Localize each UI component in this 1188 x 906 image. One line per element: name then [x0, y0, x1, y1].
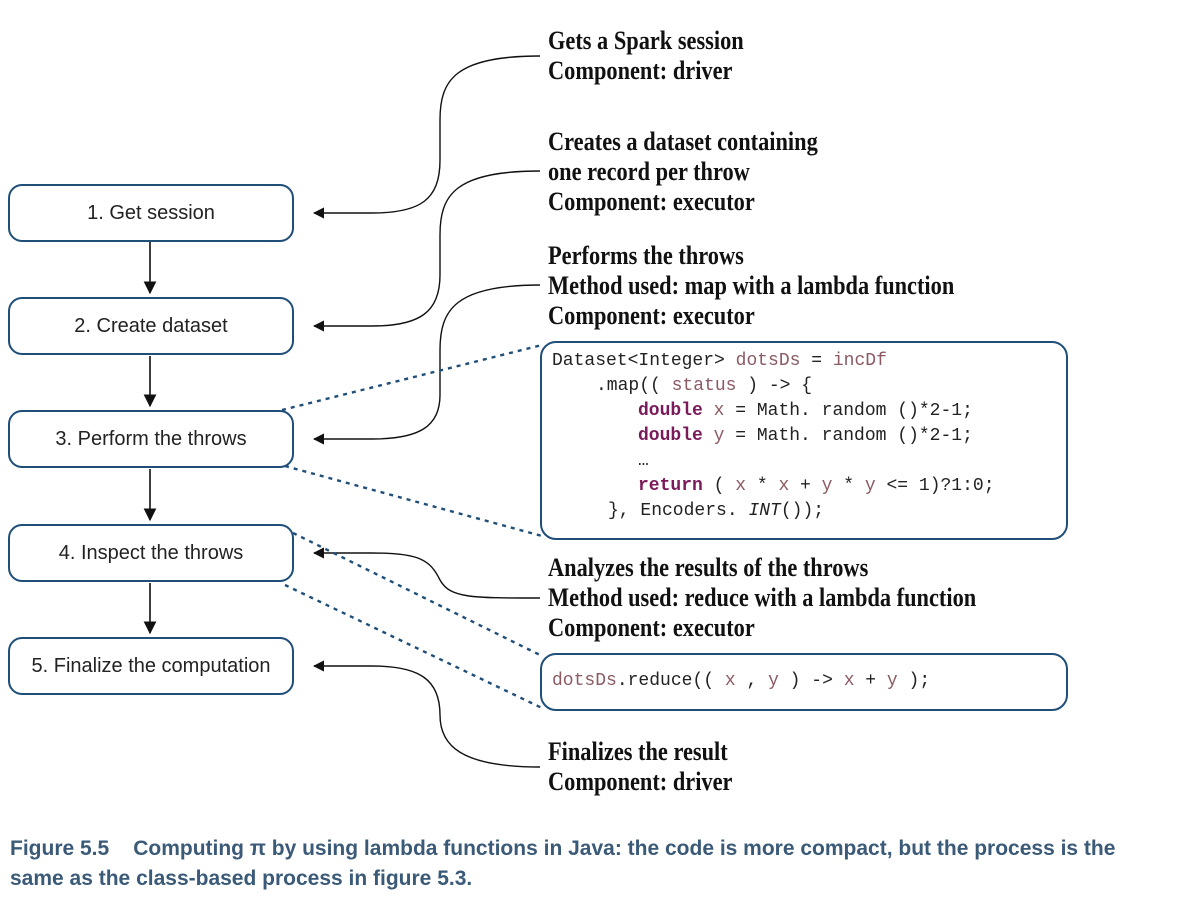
- step-label: 2. Create dataset: [74, 314, 228, 337]
- connector-throws: [312, 284, 541, 445]
- code-ellipsis: …: [638, 451, 649, 471]
- step-create-dataset: 2. Create dataset: [8, 297, 294, 355]
- code-variable: incDf: [832, 351, 887, 371]
- code-token: .map((: [596, 376, 672, 396]
- annotation-line: Component: driver: [548, 767, 733, 796]
- code-token: +: [789, 476, 822, 496]
- step-label: 5. Finalize the computation: [31, 654, 271, 677]
- code-token: ) -> {: [736, 376, 813, 396]
- annotation-line: Creates a dataset containing: [548, 127, 818, 156]
- code-variable: x: [724, 671, 736, 691]
- code-token: = Math. random ()*2-1;: [724, 401, 973, 421]
- annotation-line: Analyzes the results of the throws: [548, 553, 869, 582]
- step-finalize-computation: 5. Finalize the computation: [8, 637, 294, 695]
- connector-analyze: [312, 547, 541, 599]
- dotted-zoom-reduce-bottom: [284, 583, 543, 710]
- annotation-line: Component: driver: [548, 56, 733, 85]
- code-line: return ( x * x + y * y <= 1)?1:0;: [638, 476, 995, 496]
- code-keyword: return: [638, 476, 703, 496]
- code-token: }, Encoders.: [608, 501, 749, 521]
- code-keyword: double: [638, 426, 703, 446]
- annotation-finalize: Finalizes the result Component: driver: [548, 737, 732, 797]
- annotation-line: Method used: map with a lambda function: [548, 271, 955, 300]
- code-line: .map(( status ) -> {: [596, 376, 812, 396]
- code-variable: y: [864, 476, 876, 496]
- code-token: +: [854, 671, 887, 691]
- annotation-dataset: Creates a dataset containing one record …: [548, 127, 818, 217]
- code-keyword: double: [638, 401, 703, 421]
- step-perform-throws: 3. Perform the throws: [8, 410, 294, 468]
- code-line: double x = Math. random ()*2-1;: [638, 401, 973, 421]
- code-variable: x: [778, 476, 790, 496]
- code-line: Dataset<Integer> dotsDs = incDf: [552, 351, 887, 371]
- code-variable: y: [821, 476, 833, 496]
- code-line: dotsDs.reduce(( x , y ) -> x + y );: [552, 671, 930, 691]
- step-get-session: 1. Get session: [8, 184, 294, 242]
- code-token: <= 1)?1:0;: [875, 476, 995, 496]
- code-variable: status: [671, 376, 737, 396]
- caption-text: Computing π by using lambda functions in…: [10, 837, 1116, 890]
- code-token: ) ->: [778, 671, 844, 691]
- step-label: 4. Inspect the throws: [58, 541, 244, 564]
- annotation-line: Finalizes the result: [548, 737, 728, 766]
- annotation-session: Gets a Spark session Component: driver: [548, 26, 744, 86]
- code-token: INT: [748, 501, 781, 521]
- figure-number: Figure 5.5: [10, 837, 110, 860]
- connector-finalize: [312, 660, 541, 768]
- connector-session: [312, 55, 541, 219]
- code-variable: x: [713, 401, 725, 421]
- annotation-throws: Performs the throws Method used: map wit…: [548, 241, 954, 331]
- code-variable: y: [886, 671, 898, 691]
- code-token: .reduce((: [616, 671, 725, 691]
- code-line: double y = Math. random ()*2-1;: [638, 426, 973, 446]
- code-token: =: [800, 351, 833, 371]
- code-token: ());: [780, 501, 825, 521]
- code-token: [703, 401, 714, 421]
- annotation-line: Performs the throws: [548, 241, 744, 270]
- code-token: [703, 426, 714, 446]
- step-label: 1. Get session: [87, 201, 215, 224]
- code-variable: x: [843, 671, 855, 691]
- annotation-line: Component: executor: [548, 187, 755, 216]
- code-variable: dotsDs: [735, 351, 801, 371]
- code-variable: y: [768, 671, 779, 691]
- annotation-line: Method used: reduce with a lambda functi…: [548, 583, 977, 612]
- annotation-line: Gets a Spark session: [548, 26, 744, 55]
- code-token: *: [746, 476, 779, 496]
- annotation-line: one record per throw: [548, 157, 750, 186]
- code-token: = Math. random ()*2-1;: [724, 426, 973, 446]
- code-variable: dotsDs: [552, 671, 617, 691]
- code-line: }, Encoders. INT());: [608, 501, 824, 521]
- code-token: );: [897, 671, 931, 691]
- code-box-map: Dataset<Integer> dotsDs = incDf .map(( s…: [540, 341, 1068, 540]
- code-token: ,: [735, 671, 769, 691]
- code-token: (: [702, 476, 736, 496]
- code-variable: y: [713, 426, 725, 446]
- code-line: …: [638, 451, 649, 471]
- dotted-zoom-map-bottom: [284, 464, 543, 538]
- code-token: *: [832, 476, 865, 496]
- annotation-line: Component: executor: [548, 301, 755, 330]
- code-box-reduce: dotsDs.reduce(( x , y ) -> x + y );: [540, 653, 1068, 711]
- dotted-zoom-map-top: [281, 343, 543, 412]
- step-inspect-throws: 4. Inspect the throws: [8, 524, 294, 582]
- annotation-line: Component: executor: [548, 613, 755, 642]
- dotted-zoom-reduce-top: [284, 527, 543, 658]
- annotation-analyze: Analyzes the results of the throws Metho…: [548, 553, 976, 643]
- code-variable: x: [735, 476, 747, 496]
- code-token: Dataset<Integer>: [552, 351, 736, 371]
- connector-dataset: [312, 170, 541, 332]
- step-label: 3. Perform the throws: [55, 427, 247, 450]
